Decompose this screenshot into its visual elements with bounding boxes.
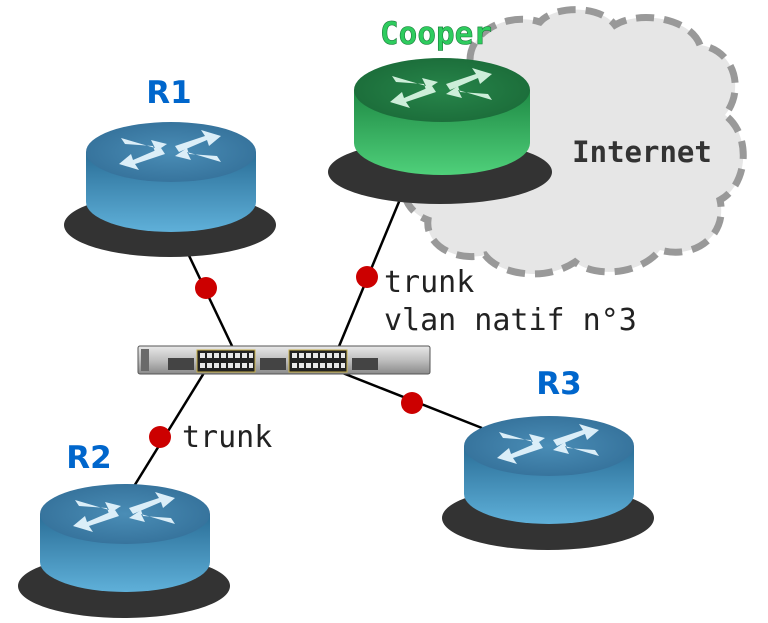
link-dot-r2 [149, 426, 171, 448]
router-top [464, 416, 634, 476]
router-arrows-icon [119, 130, 221, 170]
link-dot-r3 [401, 392, 423, 414]
switch-port-grid [200, 353, 345, 368]
switch-module-3 [352, 358, 378, 370]
link-label-cooper-vlan: vlan natif n°3 [384, 303, 637, 338]
router-r3: R3 [442, 366, 654, 550]
link-dot-cooper [356, 266, 378, 288]
router-r1: R1 [64, 75, 276, 257]
router-label-r3: R3 [536, 366, 581, 402]
link-label-r2-trunk: trunk [182, 420, 272, 455]
switch-module-2 [260, 358, 286, 370]
router-top [40, 484, 210, 544]
router-label-r2: R2 [66, 440, 111, 476]
switch-module-1 [168, 358, 194, 370]
router-cooper: Cooper [328, 16, 552, 204]
router-label-r1: R1 [146, 75, 191, 111]
router-top [354, 58, 530, 122]
router-arrows-icon [497, 424, 599, 464]
link-dot-r1 [195, 277, 217, 299]
internet-label: Internet [572, 135, 712, 169]
switch-console [141, 349, 149, 371]
switch [137, 345, 431, 375]
router-arrows-icon [390, 68, 492, 108]
router-arrows-icon [73, 492, 175, 532]
link-label-cooper-trunk: trunk [384, 265, 474, 300]
router-top [86, 122, 256, 182]
router-r2: R2 [18, 440, 230, 618]
router-label-cooper: Cooper [380, 16, 492, 52]
